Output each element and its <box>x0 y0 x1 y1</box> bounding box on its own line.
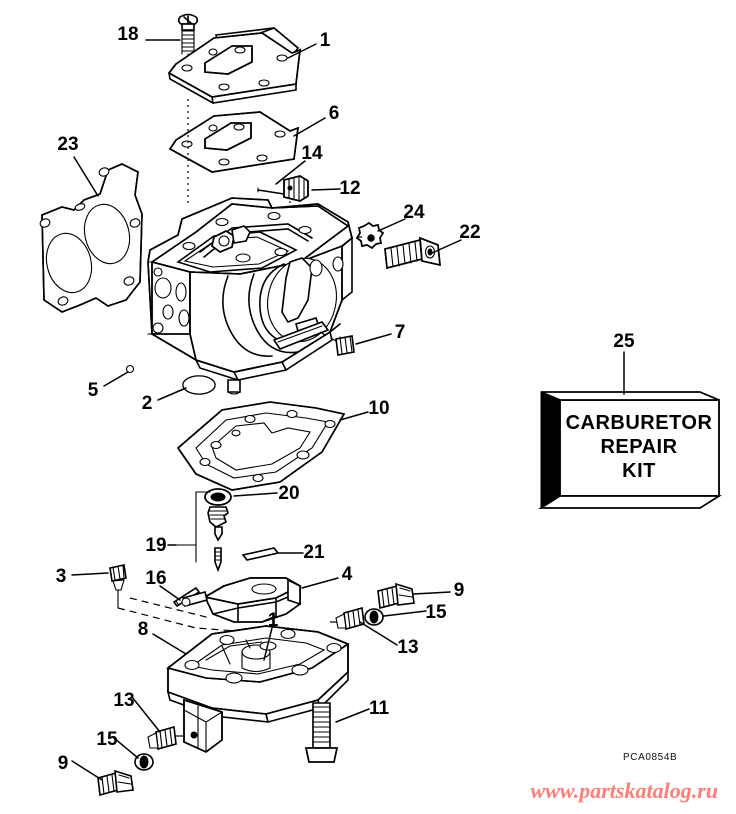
callout-15-right: 15 <box>425 602 447 623</box>
callout-9-right: 9 <box>454 580 465 601</box>
callout-2: 2 <box>142 393 153 414</box>
part-6-gasket <box>168 111 299 173</box>
callout-11: 11 <box>369 698 390 719</box>
callout-3: 3 <box>56 566 67 587</box>
part-23-flange-gasket <box>39 163 143 313</box>
callout-1: 1 <box>320 30 331 51</box>
drawing-code: PCA0854B <box>623 752 677 763</box>
callout-5: 5 <box>88 380 99 401</box>
part-10-bowl-gasket <box>176 401 346 491</box>
part-22-socket-screw <box>345 236 441 270</box>
callout-4: 4 <box>342 564 353 585</box>
callout-14: 14 <box>301 143 323 164</box>
callout-7: 7 <box>395 322 406 343</box>
callout-19: 19 <box>145 535 166 556</box>
kit-line-3: KIT <box>622 460 656 482</box>
callout-8: 8 <box>138 619 149 640</box>
part-9-screw-bottom <box>97 769 134 797</box>
kit-line-1: CARBURETOR <box>566 412 713 434</box>
callout-20: 20 <box>278 483 299 504</box>
part-5-check-ball <box>125 364 135 374</box>
part-24-lock-washer <box>355 222 385 250</box>
part-13-screw-bottom <box>147 725 186 751</box>
callout-18: 18 <box>117 24 138 45</box>
callout-1-lower: 1 <box>268 610 279 631</box>
part-14-pin <box>257 187 285 195</box>
part-20-washer <box>204 488 232 506</box>
part-15-washer-right <box>364 608 384 626</box>
part-main-carburetor-body <box>147 197 353 395</box>
part-15-washer-bottom <box>134 753 154 771</box>
callout-10: 10 <box>368 398 389 419</box>
part-3-plug-screw <box>109 564 127 609</box>
leader-lines <box>71 39 625 781</box>
part-9-screw-right <box>377 582 415 610</box>
callout-21: 21 <box>303 542 325 563</box>
part-12-fitting <box>283 175 309 202</box>
callout-9-bottom: 9 <box>58 753 69 774</box>
callout-24: 24 <box>403 202 425 223</box>
callout-13-bottom: 13 <box>113 690 134 711</box>
part-13-screw-right <box>330 606 365 631</box>
callout-22: 22 <box>459 222 480 243</box>
callout-15-bottom: 15 <box>96 729 118 750</box>
part-4-float <box>181 577 302 623</box>
callout-13-right: 13 <box>397 637 418 658</box>
part-1-cover-plate <box>167 27 302 104</box>
watermark: www.partskatalog.ru <box>530 778 718 803</box>
callout-25: 25 <box>613 331 635 352</box>
part-11-drain-screw <box>305 702 338 763</box>
leader-1-lower <box>263 627 273 661</box>
callout-6: 6 <box>329 103 340 124</box>
callout-16: 16 <box>145 568 166 589</box>
part-19-needle-seat <box>175 491 229 573</box>
callout-23: 23 <box>57 134 78 155</box>
callout-12: 12 <box>339 178 360 199</box>
callout-numbers: 18 1 6 23 14 12 24 22 7 25 5 2 10 20 19 … <box>56 24 635 774</box>
part-21-clip <box>241 547 280 561</box>
kit-box: CARBURETOR REPAIR KIT <box>538 391 722 509</box>
part-7-screw <box>319 331 355 356</box>
part-8-float-bowl <box>166 625 350 753</box>
kit-line-2: REPAIR <box>600 436 677 458</box>
